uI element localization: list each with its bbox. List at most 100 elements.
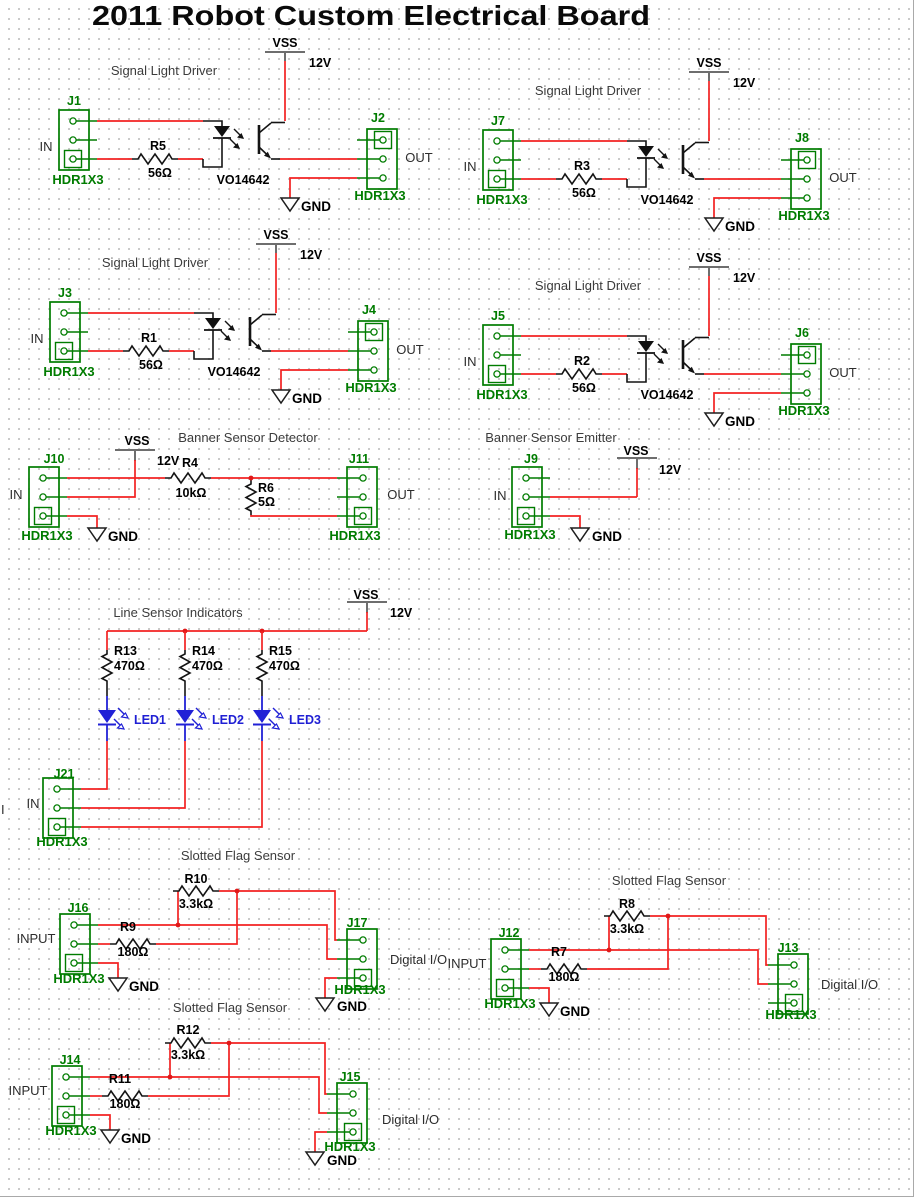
connector-j15 <box>326 1082 368 1144</box>
connector-j1 <box>58 109 98 171</box>
connector-j17 <box>336 928 378 990</box>
gnd-icon <box>280 197 300 212</box>
part-hdr1x3: HDR1X3 <box>43 364 94 379</box>
res-val-r4: 10kΩ <box>176 486 207 500</box>
ref-j4: J4 <box>362 303 376 317</box>
opto-label: VO14642 <box>641 193 694 207</box>
gnd-icon <box>704 217 724 232</box>
part-hdr1x3: HDR1X3 <box>52 172 103 187</box>
junction-dot <box>175 922 181 928</box>
vss-label: VSS <box>696 56 721 70</box>
resistor-r15 <box>256 649 268 686</box>
port-in: IN <box>31 331 44 346</box>
junction-dot <box>234 888 240 894</box>
voltage-label: 12V <box>733 271 756 285</box>
part-hdr1x3: HDR1X3 <box>354 188 405 203</box>
page-title: 2011 Robot Custom Electrical Board <box>92 0 650 31</box>
voltage-label: 12V <box>309 56 332 70</box>
res-val: 56Ω <box>572 381 596 395</box>
ref-j9: J9 <box>524 452 538 466</box>
port-in: IN <box>10 487 23 502</box>
circuit-title: Signal Light Driver <box>535 83 642 98</box>
port-in: IN <box>494 488 507 503</box>
junction-dot <box>167 1074 173 1080</box>
part-hdr1x3: HDR1X3 <box>504 527 555 542</box>
gnd-label: GND <box>725 414 755 429</box>
led1-icon <box>97 707 129 730</box>
port-out: OUT <box>396 342 424 357</box>
part-hdr1x3: HDR1X3 <box>53 971 104 986</box>
gnd-icon <box>315 997 335 1012</box>
gnd-icon <box>100 1129 120 1144</box>
gnd-label: GND <box>560 1004 590 1019</box>
res-ref-r12: R12 <box>177 1023 200 1037</box>
signal-light-driver-2: Signal Light Driver VSS 12V J7 IN HDR1X3… <box>464 56 857 234</box>
connector-j3 <box>49 301 89 363</box>
slotted-flag-sensor-2: Slotted Flag Sensor J12 INPUT HDR1X3 R7 … <box>448 873 879 1022</box>
stray-left-label: I <box>1 802 5 817</box>
port-in: IN <box>40 139 53 154</box>
part-hdr1x3: HDR1X3 <box>778 403 829 418</box>
banner-sensor-detector: Banner Sensor Detector VSS 12V J10 IN HD… <box>10 430 415 544</box>
signal-light-driver-1: Signal Light Driver VSS 12V J1 IN HDR1X3… <box>40 36 433 214</box>
circuit-title: Signal Light Driver <box>535 278 642 293</box>
circuit-title: Slotted Flag Sensor <box>173 1000 288 1015</box>
part-hdr1x3: HDR1X3 <box>345 380 396 395</box>
res-val-r6: 5Ω <box>258 495 275 509</box>
res-val-r14: 470Ω <box>192 659 223 673</box>
optocoupler-vo14642 <box>625 334 711 384</box>
res-val-r13: 470Ω <box>114 659 145 673</box>
circuit-title: Banner Sensor Detector <box>178 430 318 445</box>
connector-j8 <box>780 148 822 210</box>
resistor-r10 <box>172 885 220 897</box>
optocoupler-vo14642 <box>201 119 287 169</box>
banner-sensor-emitter: Banner Sensor Emitter VSS 12V J9 IN HDR1… <box>485 430 682 544</box>
led2-icon <box>175 707 207 730</box>
port-out: OUT <box>829 365 857 380</box>
res-ref-r7: R7 <box>551 945 567 959</box>
ref-j17: J17 <box>347 916 368 930</box>
vss-label: VSS <box>263 228 288 242</box>
part-hdr1x3: HDR1X3 <box>778 208 829 223</box>
res-ref: R2 <box>574 354 590 368</box>
gnd-label: GND <box>129 979 159 994</box>
connector-j4 <box>347 320 389 382</box>
resistor-r14 <box>179 649 191 686</box>
ref-j7: J7 <box>491 114 505 128</box>
port-out: OUT <box>387 487 415 502</box>
ref-j21: J21 <box>54 767 75 781</box>
connector-j6 <box>780 343 822 405</box>
res-ref-r11: R11 <box>109 1072 131 1086</box>
connector-j16 <box>59 913 99 975</box>
gnd-icon <box>305 1151 325 1166</box>
line-sensor-indicators: Line Sensor Indicators VSS 12V R13 470Ω … <box>27 588 413 849</box>
gnd-label: GND <box>337 999 367 1014</box>
res-val-r11: 180Ω <box>110 1097 141 1111</box>
led1-label: LED1 <box>134 713 166 727</box>
opto-label: VO14642 <box>641 388 694 402</box>
connector-j21 <box>42 777 82 839</box>
port-digital-io: Digital I/O <box>382 1112 439 1127</box>
res-val-r7: 180Ω <box>549 970 580 984</box>
circuit-title: Banner Sensor Emitter <box>485 430 617 445</box>
vss-label: VSS <box>623 444 648 458</box>
resistor-r6 <box>245 479 257 516</box>
port-digital-io: Digital I/O <box>821 977 878 992</box>
junction-dot <box>665 913 671 919</box>
vss-label: VSS <box>696 251 721 265</box>
ref-j8: J8 <box>795 131 809 145</box>
port-digital-io: Digital I/O <box>390 952 447 967</box>
gnd-icon <box>87 527 107 542</box>
part-hdr1x3: HDR1X3 <box>45 1123 96 1138</box>
part-hdr1x3: HDR1X3 <box>484 996 535 1011</box>
signal-light-driver-3: Signal Light Driver VSS 12V J3 IN HDR1X3… <box>31 228 424 406</box>
port-input: INPUT <box>9 1083 48 1098</box>
res-val-r10: 3.3kΩ <box>179 897 213 911</box>
part-hdr1x3: HDR1X3 <box>324 1139 375 1154</box>
resistor-r12 <box>164 1037 212 1049</box>
part-hdr1x3: HDR1X3 <box>334 982 385 997</box>
gnd-label: GND <box>301 199 331 214</box>
circuit-title: Slotted Flag Sensor <box>612 873 727 888</box>
ref-j10: J10 <box>44 452 65 466</box>
